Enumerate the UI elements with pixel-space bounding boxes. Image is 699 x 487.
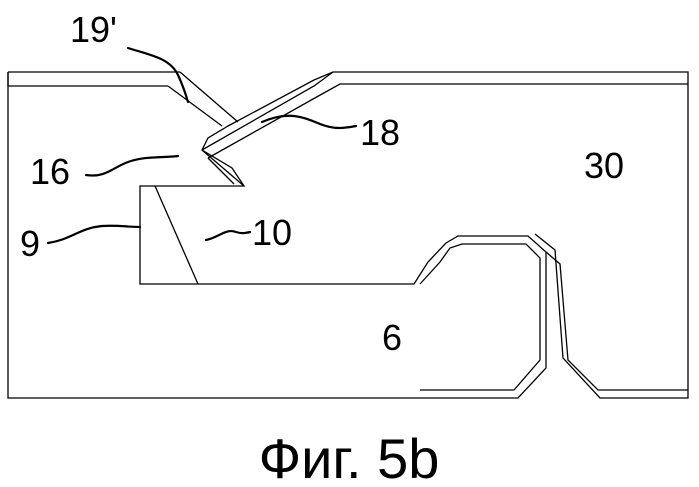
leader-9 (48, 226, 140, 243)
panel-outline (8, 72, 688, 398)
top-surface (8, 72, 180, 86)
inner-strip-10 (155, 186, 198, 284)
label-10: 10 (252, 212, 292, 253)
label-16: 16 (30, 151, 70, 192)
label-19prime: 19' (70, 9, 117, 50)
label-30: 30 (584, 145, 624, 186)
label-18: 18 (360, 112, 400, 153)
leader-16 (86, 156, 178, 176)
groove-wall-19prime (168, 72, 238, 126)
right-groove (420, 244, 688, 390)
locking-element-16 (202, 150, 244, 186)
leader-10 (206, 231, 250, 240)
label-9: 9 (20, 223, 40, 264)
figure-caption: Фиг. 5b (259, 427, 440, 487)
leader-lines (48, 48, 356, 243)
leader-18 (262, 116, 356, 128)
label-6: 6 (382, 317, 402, 358)
